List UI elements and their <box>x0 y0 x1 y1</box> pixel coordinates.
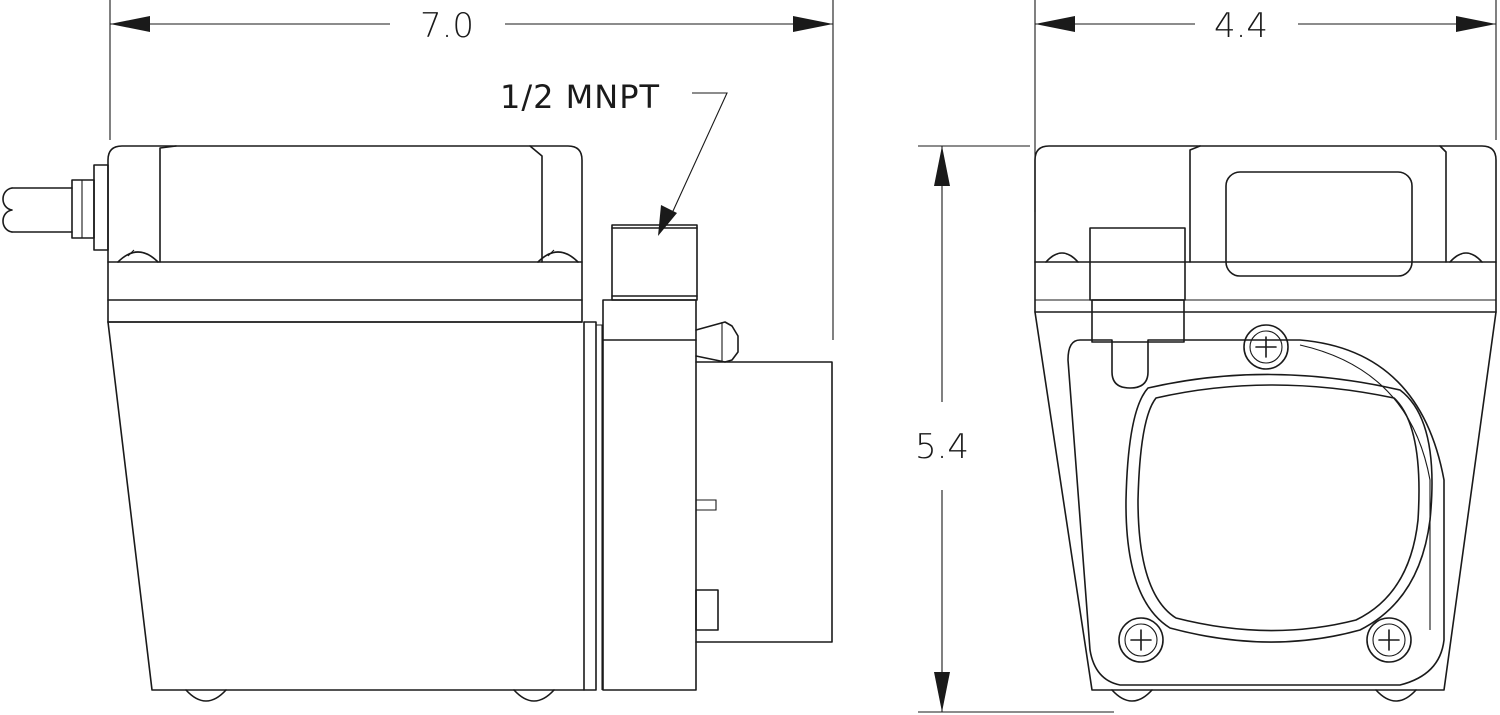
front-foot-right <box>1375 689 1417 702</box>
foot-left <box>185 689 227 702</box>
arrowhead-up-icon <box>934 146 950 186</box>
arrowhead-right-icon <box>1456 16 1496 32</box>
callout-arrowhead-icon <box>658 205 677 236</box>
intake-grill <box>1125 373 1433 643</box>
screw-left-icon <box>1118 617 1164 663</box>
side-width-dimension: 7.0 <box>110 6 833 46</box>
height-dimension: 5.4 <box>915 146 969 712</box>
height-label: 5.4 <box>915 427 969 467</box>
arrowhead-right-icon <box>793 16 833 32</box>
nameplate <box>1225 171 1413 277</box>
front-foot-left <box>1111 689 1153 702</box>
discharge-callout-label: 1/2 MNPT <box>500 78 660 116</box>
discharge-callout: 1/2 MNPT <box>500 78 728 236</box>
front-housing <box>1034 145 1497 702</box>
motor-housing <box>107 145 583 323</box>
arrowhead-down-icon <box>934 672 950 712</box>
screw-right-icon <box>1366 617 1412 663</box>
side-width-label: 7.0 <box>420 6 474 46</box>
discharge-fitting-side <box>611 224 698 301</box>
intake-plate <box>1067 339 1445 686</box>
foot-right <box>513 689 555 702</box>
volute-block <box>602 299 833 691</box>
pump-base <box>107 321 603 702</box>
screw-top-icon <box>1243 324 1289 370</box>
arrowhead-left-icon <box>110 16 150 32</box>
front-view: 4.4 5.4 <box>915 0 1497 713</box>
power-cord <box>2 164 109 251</box>
discharge-fitting-front <box>1089 227 1186 343</box>
side-view: 7.0 <box>2 0 834 702</box>
front-width-dimension: 4.4 <box>1035 6 1496 46</box>
front-width-label: 4.4 <box>1214 6 1268 46</box>
arrowhead-left-icon <box>1035 16 1075 32</box>
